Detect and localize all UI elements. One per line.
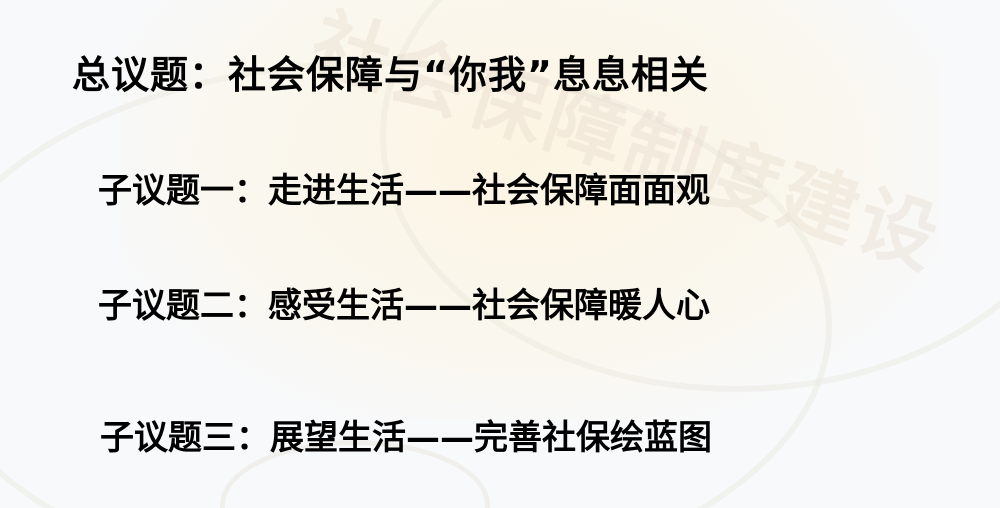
subtopic-2: 子议题二：感受生活——社会保障暖人心 xyxy=(98,286,710,326)
subtopic-3: 子议题三：展望生活——完善社保绘蓝图 xyxy=(100,418,712,458)
main-topic-title: 总议题：社会保障与“你我”息息相关 xyxy=(72,53,709,97)
subtopic-1: 子议题一：走进生活——社会保障面面观 xyxy=(98,171,710,211)
